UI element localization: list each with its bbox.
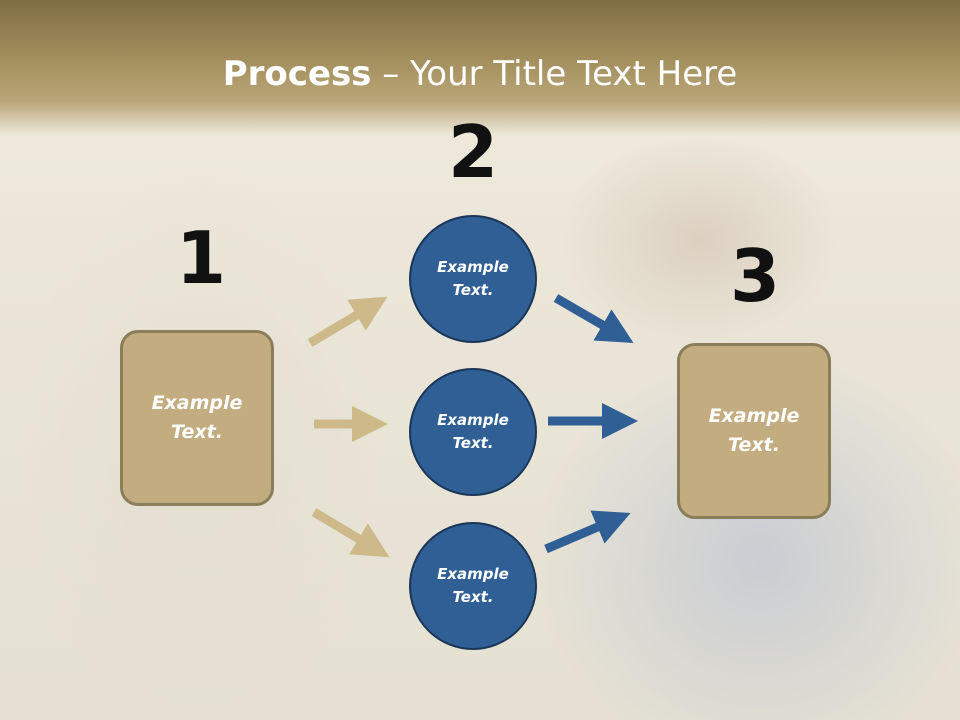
circle-middle-line1: Example <box>437 411 509 429</box>
arrow-tan-up <box>307 296 388 347</box>
title-bold: Process <box>222 54 372 94</box>
step-2-circle-bottom[interactable]: Example Text. <box>409 522 537 650</box>
step-number-1: 1 <box>176 216 227 300</box>
circle-middle-line2: Text. <box>452 434 494 452</box>
step-2-circle-middle[interactable]: Example Text. <box>409 368 537 496</box>
step-number-2: 2 <box>448 110 499 194</box>
step-3-line2: Text. <box>728 434 780 456</box>
step-1-box[interactable]: Example Text. <box>120 330 274 506</box>
step-1-text: Example Text. <box>152 389 243 447</box>
circle-top-line2: Text. <box>452 281 494 299</box>
slide-title[interactable]: Process – Your Title Text Here <box>0 52 960 96</box>
circle-bottom-line2: Text. <box>452 588 494 606</box>
circle-bottom-line1: Example <box>437 565 509 583</box>
circle-bottom-text: Example Text. <box>437 563 509 609</box>
arrow-tan-down <box>311 508 390 558</box>
circle-top-text: Example Text. <box>437 256 509 302</box>
step-number-3: 3 <box>730 234 781 318</box>
arrow-blue-up <box>544 510 631 554</box>
step-1-line2: Text. <box>171 421 223 443</box>
arrow-blue-down <box>553 294 634 344</box>
step-2-circle-top[interactable]: Example Text. <box>409 215 537 343</box>
step-3-line1: Example <box>708 405 800 427</box>
step-3-box[interactable]: Example Text. <box>677 343 831 519</box>
circle-top-line1: Example <box>437 258 509 276</box>
circle-middle-text: Example Text. <box>437 409 509 455</box>
step-1-line1: Example <box>151 392 243 414</box>
title-rest: – Your Title Text Here <box>371 54 738 94</box>
step-3-text: Example Text. <box>709 402 800 460</box>
title-band <box>0 0 960 135</box>
